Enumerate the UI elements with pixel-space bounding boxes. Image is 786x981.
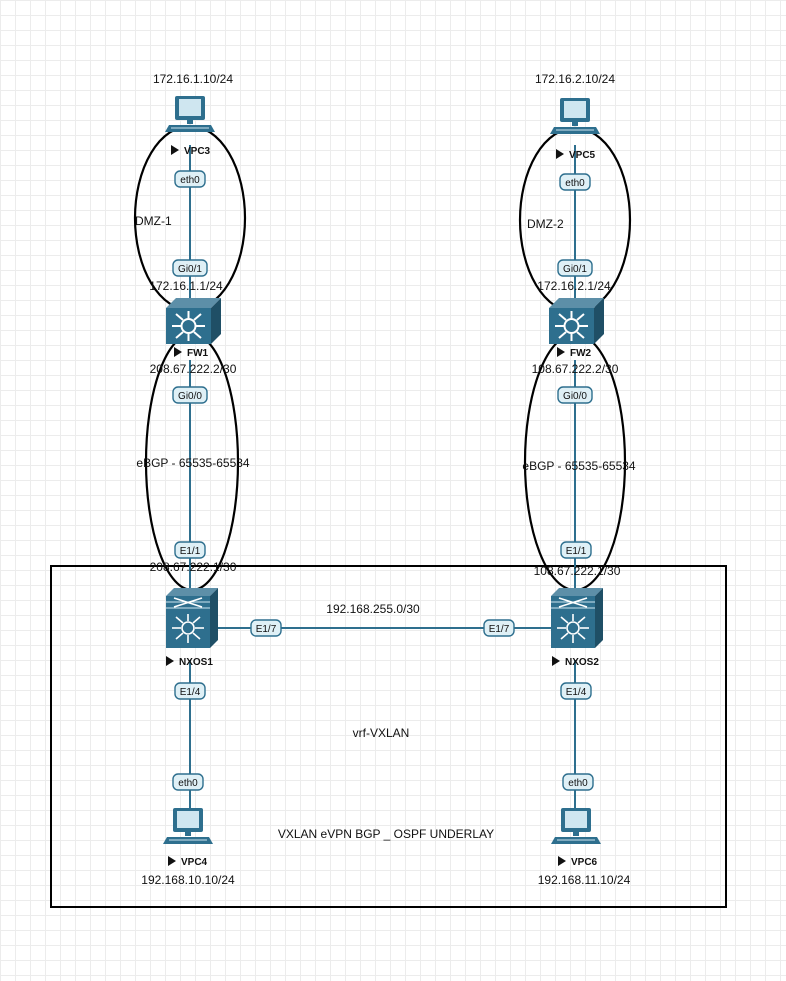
fw2-outside-ip-label: 108.67.222.2/30 [532,362,619,376]
play-icon [556,149,564,159]
node-label-fw1: FW1 [174,347,209,359]
port-vpc6-eth0[interactable]: eth0 [562,773,594,791]
play-icon [174,347,182,357]
svg-text:eth0: eth0 [568,778,588,789]
fw1-icon[interactable] [165,297,222,345]
play-icon [552,656,560,666]
dmz1-label: DMZ-1 [135,214,172,228]
node-label-vpc5: VPC5 [556,149,596,161]
interlink-subnet-label: 192.168.255.0/30 [326,602,420,616]
svg-text:VPC5: VPC5 [569,150,596,161]
svg-text:NXOS1: NXOS1 [179,657,213,668]
port-fw2-gi01[interactable]: Gi0/1 [557,259,593,277]
play-icon [557,347,565,357]
fw1-inside-ip-label: 172.16.1.1/24 [149,279,223,293]
play-icon [558,856,566,866]
vpc4-ip-label: 192.168.10.10/24 [141,873,235,887]
port-nx1-e11[interactable]: E1/1 [174,541,206,559]
vpc3-ip-label: 172.16.1.10/24 [153,72,233,86]
node-label-nxos1: NXOS1 [166,656,213,668]
nxos1-uplink-ip-label: 208.67.222.1/30 [150,560,237,574]
port-vpc4-eth0[interactable]: eth0 [172,773,204,791]
svg-text:E1/7: E1/7 [489,624,510,635]
port-vpc5-eth0[interactable]: eth0 [559,173,591,191]
fw2-inside-ip-label: 172.16.2.1/24 [537,279,611,293]
port-nx2-e14[interactable]: E1/4 [560,682,592,700]
svg-text:Gi0/1: Gi0/1 [178,264,202,275]
svg-text:E1/1: E1/1 [566,546,587,557]
port-vpc3-eth0[interactable]: eth0 [174,170,206,188]
vpc3-icon[interactable] [164,95,216,133]
vpc5-icon[interactable] [549,97,601,135]
port-nx1-e14[interactable]: E1/4 [174,682,206,700]
vrf-label: vrf-VXLAN [353,726,410,740]
node-label-vpc4: VPC4 [168,856,208,868]
port-fw2-gi00[interactable]: Gi0/0 [557,386,593,404]
svg-text:eth0: eth0 [180,175,200,186]
vxlan-fabric-box [50,565,727,908]
svg-text:E1/1: E1/1 [180,546,201,557]
svg-text:FW1: FW1 [187,348,209,359]
play-icon [166,656,174,666]
vpc5-ip-label: 172.16.2.10/24 [535,72,615,86]
ebgp2-label: eBGP - 65535-65534 [522,459,636,473]
node-label-vpc3: VPC3 [171,145,211,157]
svg-text:Gi0/1: Gi0/1 [563,264,587,275]
vpc6-icon[interactable] [550,807,602,845]
node-label-fw2: FW2 [557,347,592,359]
nxos2-icon[interactable] [550,587,604,649]
play-icon [168,856,176,866]
svg-text:Gi0/0: Gi0/0 [563,391,587,402]
svg-text:E1/4: E1/4 [566,687,587,698]
svg-text:NXOS2: NXOS2 [565,657,599,668]
port-fw1-gi01[interactable]: Gi0/1 [172,259,208,277]
vxlan-description-label: VXLAN eVPN BGP _ OSPF UNDERLAY [278,827,494,841]
nxos2-uplink-ip-label: 108.67.222.1/30 [534,564,621,578]
vpc4-icon[interactable] [162,807,214,845]
vpc6-ip-label: 192.168.11.10/24 [538,873,631,887]
node-label-vpc6: VPC6 [558,856,598,868]
svg-text:E1/4: E1/4 [180,687,201,698]
svg-text:eth0: eth0 [178,778,198,789]
port-nx2-e17[interactable]: E1/7 [483,619,515,637]
play-icon [171,145,179,155]
svg-text:eth0: eth0 [565,178,585,189]
node-label-nxos2: NXOS2 [552,656,599,668]
port-nx1-e17[interactable]: E1/7 [250,619,282,637]
ebgp1-label: eBGP - 65535-65534 [136,456,250,470]
svg-text:VPC4: VPC4 [181,857,208,868]
fw1-outside-ip-label: 208.67.222.2/30 [150,362,237,376]
svg-text:FW2: FW2 [570,348,592,359]
svg-text:Gi0/0: Gi0/0 [178,391,202,402]
svg-text:E1/7: E1/7 [256,624,277,635]
nxos1-icon[interactable] [165,587,219,649]
port-fw1-gi00[interactable]: Gi0/0 [172,386,208,404]
port-nx2-e11[interactable]: E1/1 [560,541,592,559]
dmz2-label: DMZ-2 [527,217,564,231]
fw2-icon[interactable] [548,297,605,345]
svg-text:VPC6: VPC6 [571,857,598,868]
svg-text:VPC3: VPC3 [184,146,211,157]
